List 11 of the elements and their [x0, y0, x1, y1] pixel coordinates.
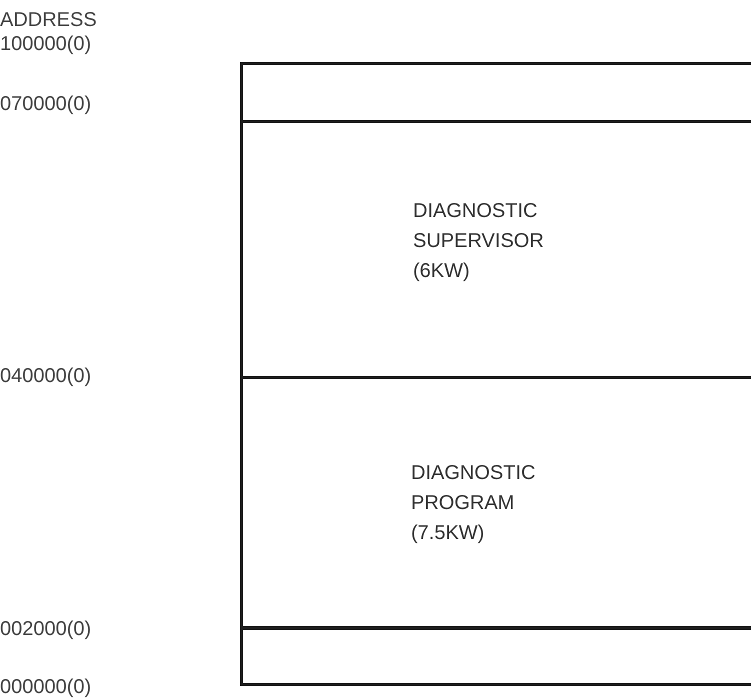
address-label: 000000(0) — [0, 675, 92, 699]
address-label: 002000(0) — [0, 617, 92, 641]
memory-region — [240, 627, 751, 686]
axis-title: ADDRESS — [0, 8, 97, 32]
address-label: 100000(0) — [0, 32, 92, 56]
region-label: DIAGNOSTIC SUPERVISOR (6KW) — [413, 199, 545, 284]
address-label: 070000(0) — [0, 92, 92, 116]
memory-region — [240, 376, 751, 629]
memory-region — [240, 62, 751, 123]
address-label: 040000(0) — [0, 364, 92, 388]
region-label: DIAGNOSTIC PROGRAM (7.5KW) — [411, 461, 536, 546]
